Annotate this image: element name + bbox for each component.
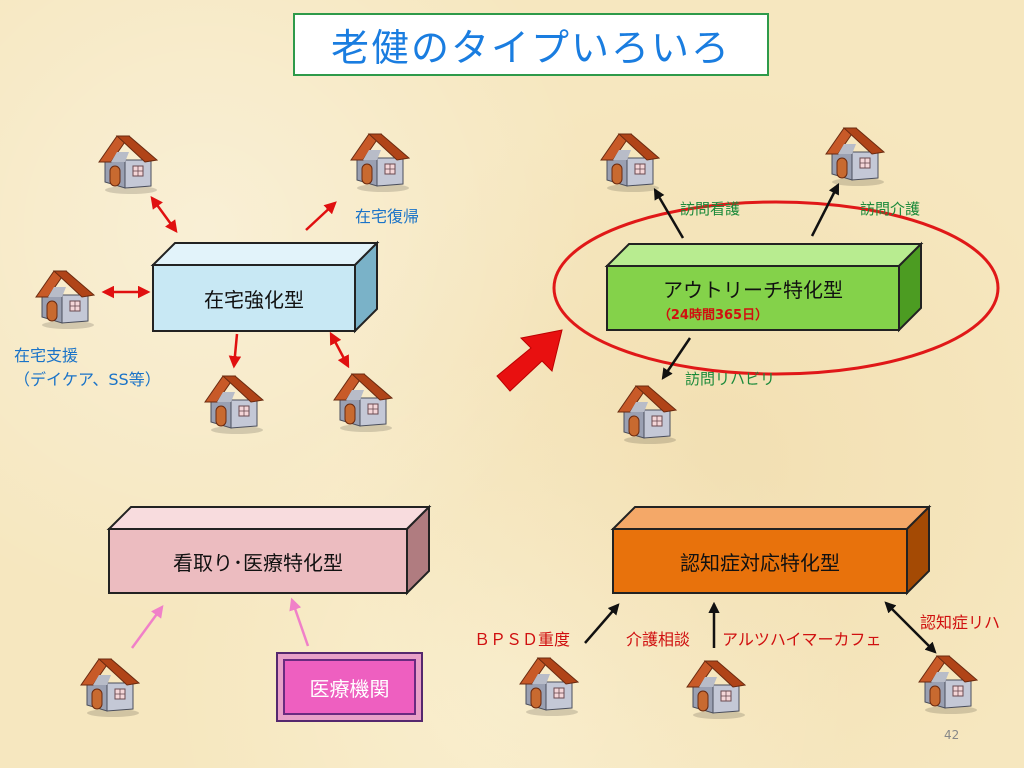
label-home-support-line1: 在宅支援	[14, 346, 79, 365]
label-visit-care: 訪問介護	[860, 200, 921, 218]
house-icon	[915, 650, 981, 716]
terminal-medical-label: 看取り･医療特化型	[173, 550, 343, 575]
house-icon	[597, 128, 663, 194]
title-box: 老健のタイプいろいろ	[293, 13, 769, 76]
big-red-arrow	[496, 329, 563, 392]
label-dementia-rehab: 認知症リハ	[920, 613, 1001, 632]
arrow-bpsd	[584, 603, 620, 644]
house-icon	[32, 265, 98, 331]
medical-institution-box: 医療機関	[276, 652, 423, 722]
arrow-pink-right	[289, 597, 310, 647]
page-number: 42	[944, 728, 960, 742]
label-alz-cafe: アルツハイマーカフェ	[722, 630, 882, 649]
house-icon	[614, 380, 680, 446]
label-home-support-line2: （デイケア、SS等）	[14, 370, 161, 389]
terminal-medical-box: 看取り･医療特化型	[106, 504, 432, 596]
arrow-visit-nursing	[653, 188, 685, 239]
label-care-consult: 介護相談	[626, 630, 691, 649]
arrow-home-topleft	[150, 195, 178, 234]
home-strengthen-box: 在宅強化型	[150, 240, 380, 334]
home-strengthen-label: 在宅強化型	[204, 287, 304, 312]
outreach-sub-label: （24時間365日）	[657, 307, 769, 323]
arrow-visit-care	[810, 182, 840, 237]
house-icon	[95, 130, 161, 196]
arrow-home-return	[305, 201, 337, 231]
dementia-box-shape	[610, 504, 932, 596]
page-title: 老健のタイプいろいろ	[330, 26, 731, 70]
house-icon	[516, 652, 582, 718]
arrow-home-bottom2	[329, 331, 350, 369]
house-icon	[201, 370, 267, 436]
house-icon	[822, 122, 888, 188]
house-icon	[683, 655, 749, 721]
arrow-home-bottom1	[228, 333, 242, 369]
terminal-medical-box-shape	[106, 504, 432, 596]
house-icon	[330, 368, 396, 434]
dementia-box: 認知症対応特化型	[610, 504, 932, 596]
house-icon	[347, 128, 413, 194]
label-home-return: 在宅復帰	[355, 207, 420, 226]
outreach-label: アウトリーチ特化型	[663, 277, 843, 302]
label-bpsd: ＢＰＳＤ重度	[474, 630, 571, 649]
label-visit-rehab: 訪問リハビリ	[685, 370, 776, 388]
outreach-box: アウトリーチ特化型 （24時間365日）	[604, 241, 924, 333]
house-icon	[77, 653, 143, 719]
medical-institution-label: 医療機関	[283, 659, 416, 715]
dementia-label: 認知症対応特化型	[680, 550, 840, 575]
home-strengthen-box-shape	[150, 240, 380, 334]
label-visit-nursing: 訪問看護	[680, 200, 741, 218]
arrow-pink-left	[130, 604, 164, 649]
